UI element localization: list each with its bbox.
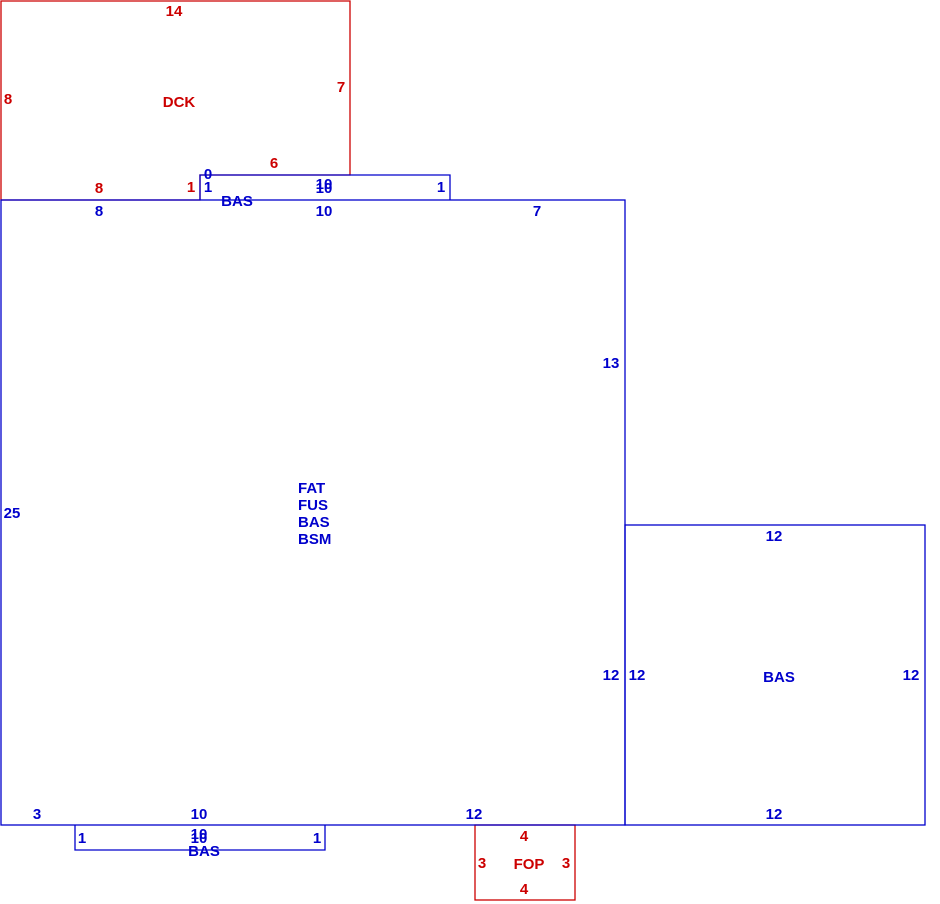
main-area-label-line-1: FAT [298, 480, 325, 497]
dim-main-right-lower: 12 [603, 667, 620, 684]
dim-porch-left: 3 [478, 855, 486, 872]
dim-porch-bottom: 4 [520, 881, 529, 898]
dim-main-top-left: 8 [95, 203, 103, 220]
bottom-bay-area-label: BAS [188, 843, 220, 860]
dim-top-bay-left: 1 [204, 179, 212, 196]
dim-bottom-bay-bottom: 10 [191, 830, 208, 847]
dim-main-bottom-mid: 10 [191, 806, 208, 823]
main-area-outline [0, 199, 626, 826]
dim-right-addition-top: 12 [766, 528, 783, 545]
main-area-label-line-3: BAS [298, 514, 330, 531]
dim-deck-jog: 1 [187, 179, 195, 196]
dim-right-addition-left: 12 [629, 667, 646, 684]
dim-right-addition-bottom: 12 [766, 806, 783, 823]
dim-bottom-bay-top: 10 [191, 826, 208, 843]
dim-main-top-right: 7 [533, 203, 541, 220]
dim-top-bay-top: 10 [316, 176, 333, 193]
dim-main-bottom-left: 3 [33, 806, 41, 823]
top-bay-area-label: BAS [221, 193, 253, 210]
bottom-bay-outline [74, 825, 326, 851]
right-addition-area-label: BAS [763, 669, 795, 686]
dim-bottom-bay-left: 1 [78, 830, 86, 847]
dim-main-right-upper: 13 [603, 355, 620, 372]
dim-top-bay-bottom: 10 [316, 180, 333, 197]
dim-porch-right: 3 [562, 855, 570, 872]
dim-top-bay-right: 1 [437, 179, 445, 196]
dim-bottom-bay-right: 1 [313, 830, 321, 847]
top-bay-outline [199, 174, 451, 200]
porch-area-label: FOP [514, 856, 545, 873]
main-area-label-line-2: FUS [298, 497, 328, 514]
dim-porch-top: 4 [520, 828, 529, 845]
dim-deck-bottom: 8 [95, 180, 103, 197]
main-area-label-line-4: BSM [298, 531, 331, 548]
deck-area-label: DCK [163, 94, 196, 111]
dim-top-bay-zero: 0 [204, 166, 212, 183]
dim-deck-step: 6 [270, 155, 278, 172]
dim-main-bottom-right: 12 [466, 806, 483, 823]
dim-deck-left: 8 [4, 91, 12, 108]
dim-deck-right: 7 [337, 79, 345, 96]
dim-deck-top: 14 [166, 3, 183, 20]
dim-main-top-mid: 10 [316, 203, 333, 220]
dim-main-left: 25 [4, 505, 21, 522]
right-addition-outline [624, 524, 926, 826]
dim-right-addition-right: 12 [903, 667, 920, 684]
